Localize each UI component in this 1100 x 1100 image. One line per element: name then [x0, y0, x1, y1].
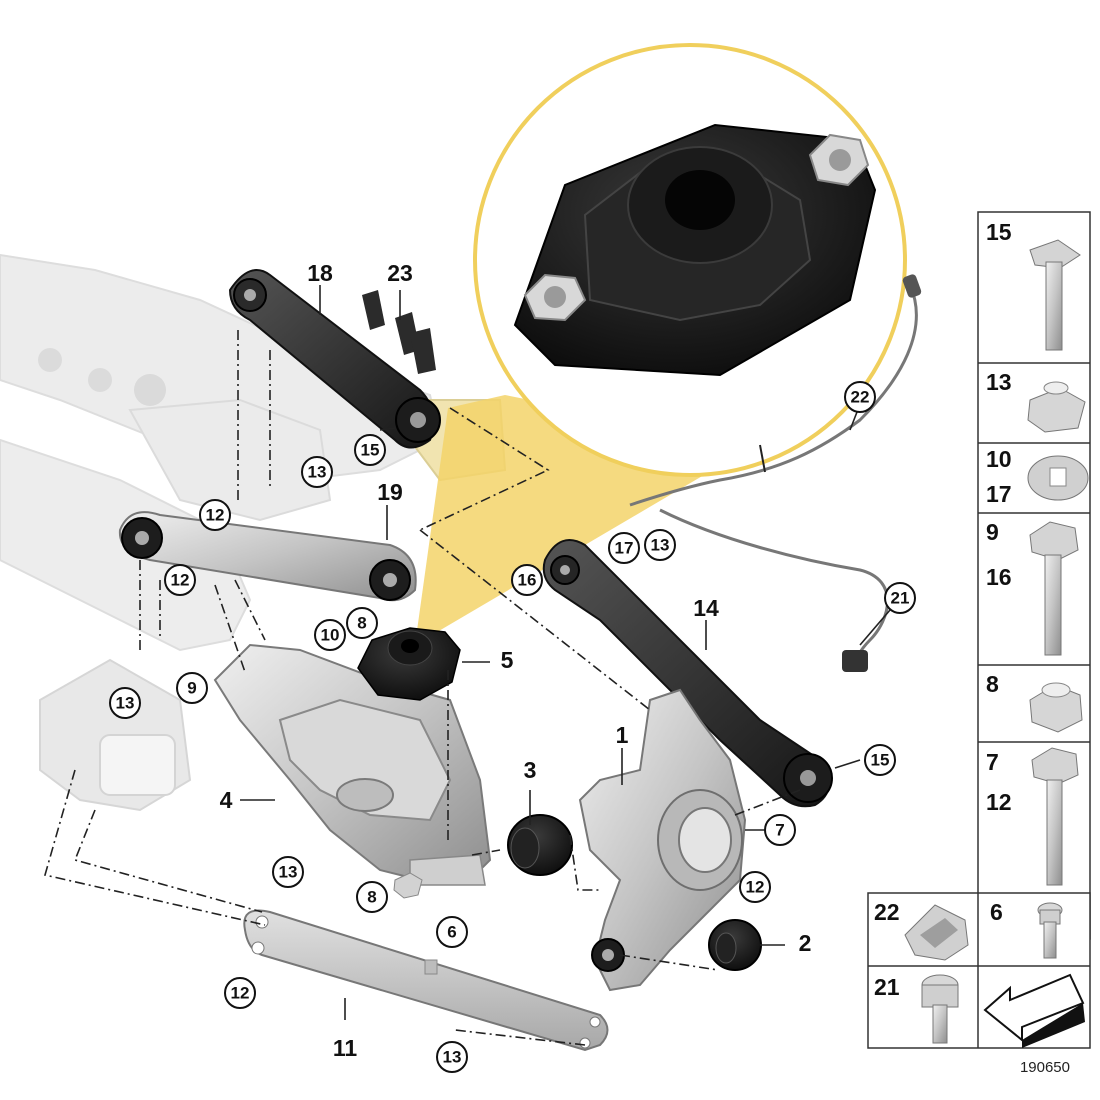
svg-text:21: 21	[891, 589, 910, 608]
flange-nut-icon	[1027, 381, 1086, 433]
svg-text:13: 13	[116, 694, 135, 713]
wheel-carrier-1	[578, 688, 747, 992]
callout-8-upper: 8	[346, 607, 378, 639]
svg-text:12: 12	[206, 506, 225, 525]
svg-text:8: 8	[357, 614, 366, 633]
part-numbers: 18 23 19 5 14 1 3 4 11 2	[220, 260, 812, 1061]
panel-no-21: 21	[874, 974, 900, 1000]
tie-plate-11	[243, 909, 609, 1052]
label-14: 14	[693, 595, 719, 621]
washer-icon	[1027, 455, 1089, 501]
svg-text:7: 7	[775, 821, 784, 840]
label-19: 19	[377, 479, 403, 505]
svg-text:12: 12	[746, 878, 765, 897]
fastener-panel: 15 13 10 17 9 16 8 7	[867, 211, 1091, 1076]
callout-17: 17	[608, 532, 640, 564]
callout-12-right: 12	[739, 871, 771, 903]
flange-bolt-icon	[1029, 239, 1081, 351]
callout-13-upper: 13	[301, 456, 333, 488]
panel-no-17: 17	[986, 481, 1012, 507]
label-1: 1	[616, 722, 629, 748]
panel-no-13: 13	[986, 369, 1012, 395]
svg-text:13: 13	[308, 463, 327, 482]
assembly-lines	[43, 330, 801, 1046]
svg-text:9: 9	[187, 679, 196, 698]
label-3: 3	[524, 757, 537, 783]
brackets-23	[362, 290, 436, 374]
clip-icon	[904, 904, 969, 961]
bushing-3	[507, 814, 573, 876]
svg-text:8: 8	[367, 888, 376, 907]
panel-no-22: 22	[874, 899, 900, 925]
svg-text:10: 10	[321, 626, 340, 645]
callout-12-left: 12	[164, 564, 196, 596]
callout-15-upper: 15	[354, 434, 386, 466]
nut-icon	[523, 273, 587, 322]
callout-13-bottom: 13	[272, 856, 304, 888]
svg-text:15: 15	[361, 441, 380, 460]
control-arm-18	[228, 269, 441, 449]
panel-no-8: 8	[986, 671, 999, 697]
hex-bolt-long-icon	[1029, 521, 1079, 656]
svg-text:22: 22	[851, 388, 870, 407]
svg-text:12: 12	[171, 571, 190, 590]
sensor-cable	[629, 274, 922, 672]
panel-no-9: 9	[986, 519, 999, 545]
callout-16: 16	[511, 564, 543, 596]
callout-7: 7	[764, 814, 796, 846]
diagram-number: 190650	[1020, 1059, 1070, 1076]
label-2: 2	[799, 930, 812, 956]
bushing-2	[708, 919, 762, 971]
orientation-arrow-icon	[983, 973, 1085, 1048]
callout-8-lower: 8	[356, 881, 388, 913]
callout-13-bottom-right: 13	[436, 1041, 468, 1073]
callout-12-upper: 12	[199, 499, 231, 531]
label-11: 11	[333, 1035, 358, 1061]
bolt-8-lower	[393, 872, 423, 899]
strut-mount-5	[357, 627, 461, 701]
control-arm-14	[542, 539, 833, 808]
control-arm-19	[118, 511, 417, 602]
callout-13-left: 13	[109, 687, 141, 719]
panel-no-10: 10	[986, 446, 1012, 472]
svg-text:17: 17	[615, 539, 634, 558]
callout-6: 6	[436, 916, 468, 948]
svg-text:15: 15	[871, 751, 890, 770]
callout-22: 22	[844, 381, 876, 413]
svg-text:13: 13	[279, 863, 298, 882]
panel-no-15: 15	[986, 219, 1012, 245]
callout-12-bottom: 12	[224, 977, 256, 1009]
collar-nut-icon	[1029, 682, 1083, 733]
panel-no-16: 16	[986, 564, 1012, 590]
leader-lines	[240, 285, 891, 1020]
svg-text:13: 13	[443, 1048, 462, 1067]
label-5: 5	[501, 647, 514, 673]
callout-15-lower: 15	[864, 744, 896, 776]
strut-mount-zoomed	[513, 123, 877, 377]
callout-9: 9	[176, 672, 208, 704]
hex-bolt-icon	[1031, 747, 1079, 886]
small-bolt-icon	[1037, 902, 1063, 959]
callouts: 15 13 12 12 13 9 10 8 16 17 13 21 22 15 …	[109, 381, 916, 1073]
lower-control-arm-4	[213, 643, 492, 886]
socket-screw-icon	[921, 974, 959, 1044]
svg-text:12: 12	[231, 984, 250, 1003]
label-23: 23	[387, 260, 413, 286]
svg-text:16: 16	[518, 571, 537, 590]
panel-no-12: 12	[986, 789, 1012, 815]
label-4: 4	[220, 787, 233, 813]
svg-text:13: 13	[651, 536, 670, 555]
nut-icon	[808, 133, 870, 187]
callout-13-right: 13	[644, 529, 676, 561]
label-18: 18	[307, 260, 333, 286]
svg-text:6: 6	[447, 923, 456, 942]
callout-21: 21	[884, 582, 916, 614]
panel-no-6: 6	[990, 899, 1003, 925]
panel-no-7: 7	[986, 749, 999, 775]
callout-10: 10	[314, 619, 346, 651]
